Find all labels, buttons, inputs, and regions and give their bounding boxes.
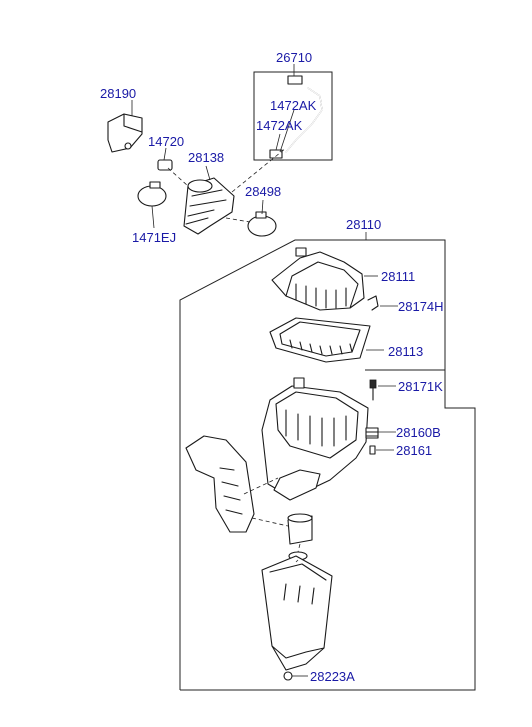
drain-plug-28223A bbox=[283, 671, 293, 681]
clip-14720 bbox=[157, 159, 173, 171]
air-cleaner-assembly-frame bbox=[179, 239, 446, 690]
air-filter-element bbox=[269, 317, 371, 363]
label-28110: 28110 bbox=[346, 217, 381, 232]
label-14720: 14720 bbox=[148, 134, 184, 149]
label-1472AK-b: 1472AK bbox=[256, 118, 303, 133]
label-28111: 28111 bbox=[381, 269, 415, 284]
clamp-28174H bbox=[367, 295, 379, 311]
grommet-28160B bbox=[365, 427, 379, 439]
part-28161 bbox=[369, 445, 376, 455]
intake-hose bbox=[183, 177, 235, 235]
label-28113: 28113 bbox=[388, 344, 423, 359]
resonator-box bbox=[261, 555, 333, 671]
air-cleaner-assembly-frame-lower bbox=[180, 369, 476, 691]
label-26710: 26710 bbox=[276, 50, 312, 65]
label-28171K: 28171K bbox=[398, 379, 443, 394]
hose-clamp-top bbox=[287, 75, 303, 85]
air-cleaner-upper-cover bbox=[271, 247, 365, 311]
bolt-28171K bbox=[369, 379, 377, 401]
side-air-duct bbox=[185, 435, 255, 533]
hose-clamp-left bbox=[137, 185, 167, 207]
label-28498: 28498 bbox=[245, 184, 281, 199]
label-28138: 28138 bbox=[188, 150, 224, 165]
breather-hose bbox=[269, 75, 323, 159]
breather-hose-frame bbox=[253, 71, 333, 161]
label-28160B: 28160B bbox=[396, 425, 441, 440]
label-28223A: 28223A bbox=[310, 669, 355, 684]
air-cleaner-lower-body bbox=[261, 377, 369, 501]
label-1471EJ: 1471EJ bbox=[132, 230, 176, 245]
resonator-cover bbox=[107, 113, 143, 153]
label-28174H: 28174H bbox=[398, 299, 444, 314]
hose-clamp-right bbox=[247, 215, 277, 237]
label-1472AK-a: 1472AK bbox=[270, 98, 317, 113]
duct-sleeve bbox=[287, 513, 313, 545]
label-28161: 28161 bbox=[396, 443, 432, 458]
label-28190: 28190 bbox=[100, 86, 136, 101]
